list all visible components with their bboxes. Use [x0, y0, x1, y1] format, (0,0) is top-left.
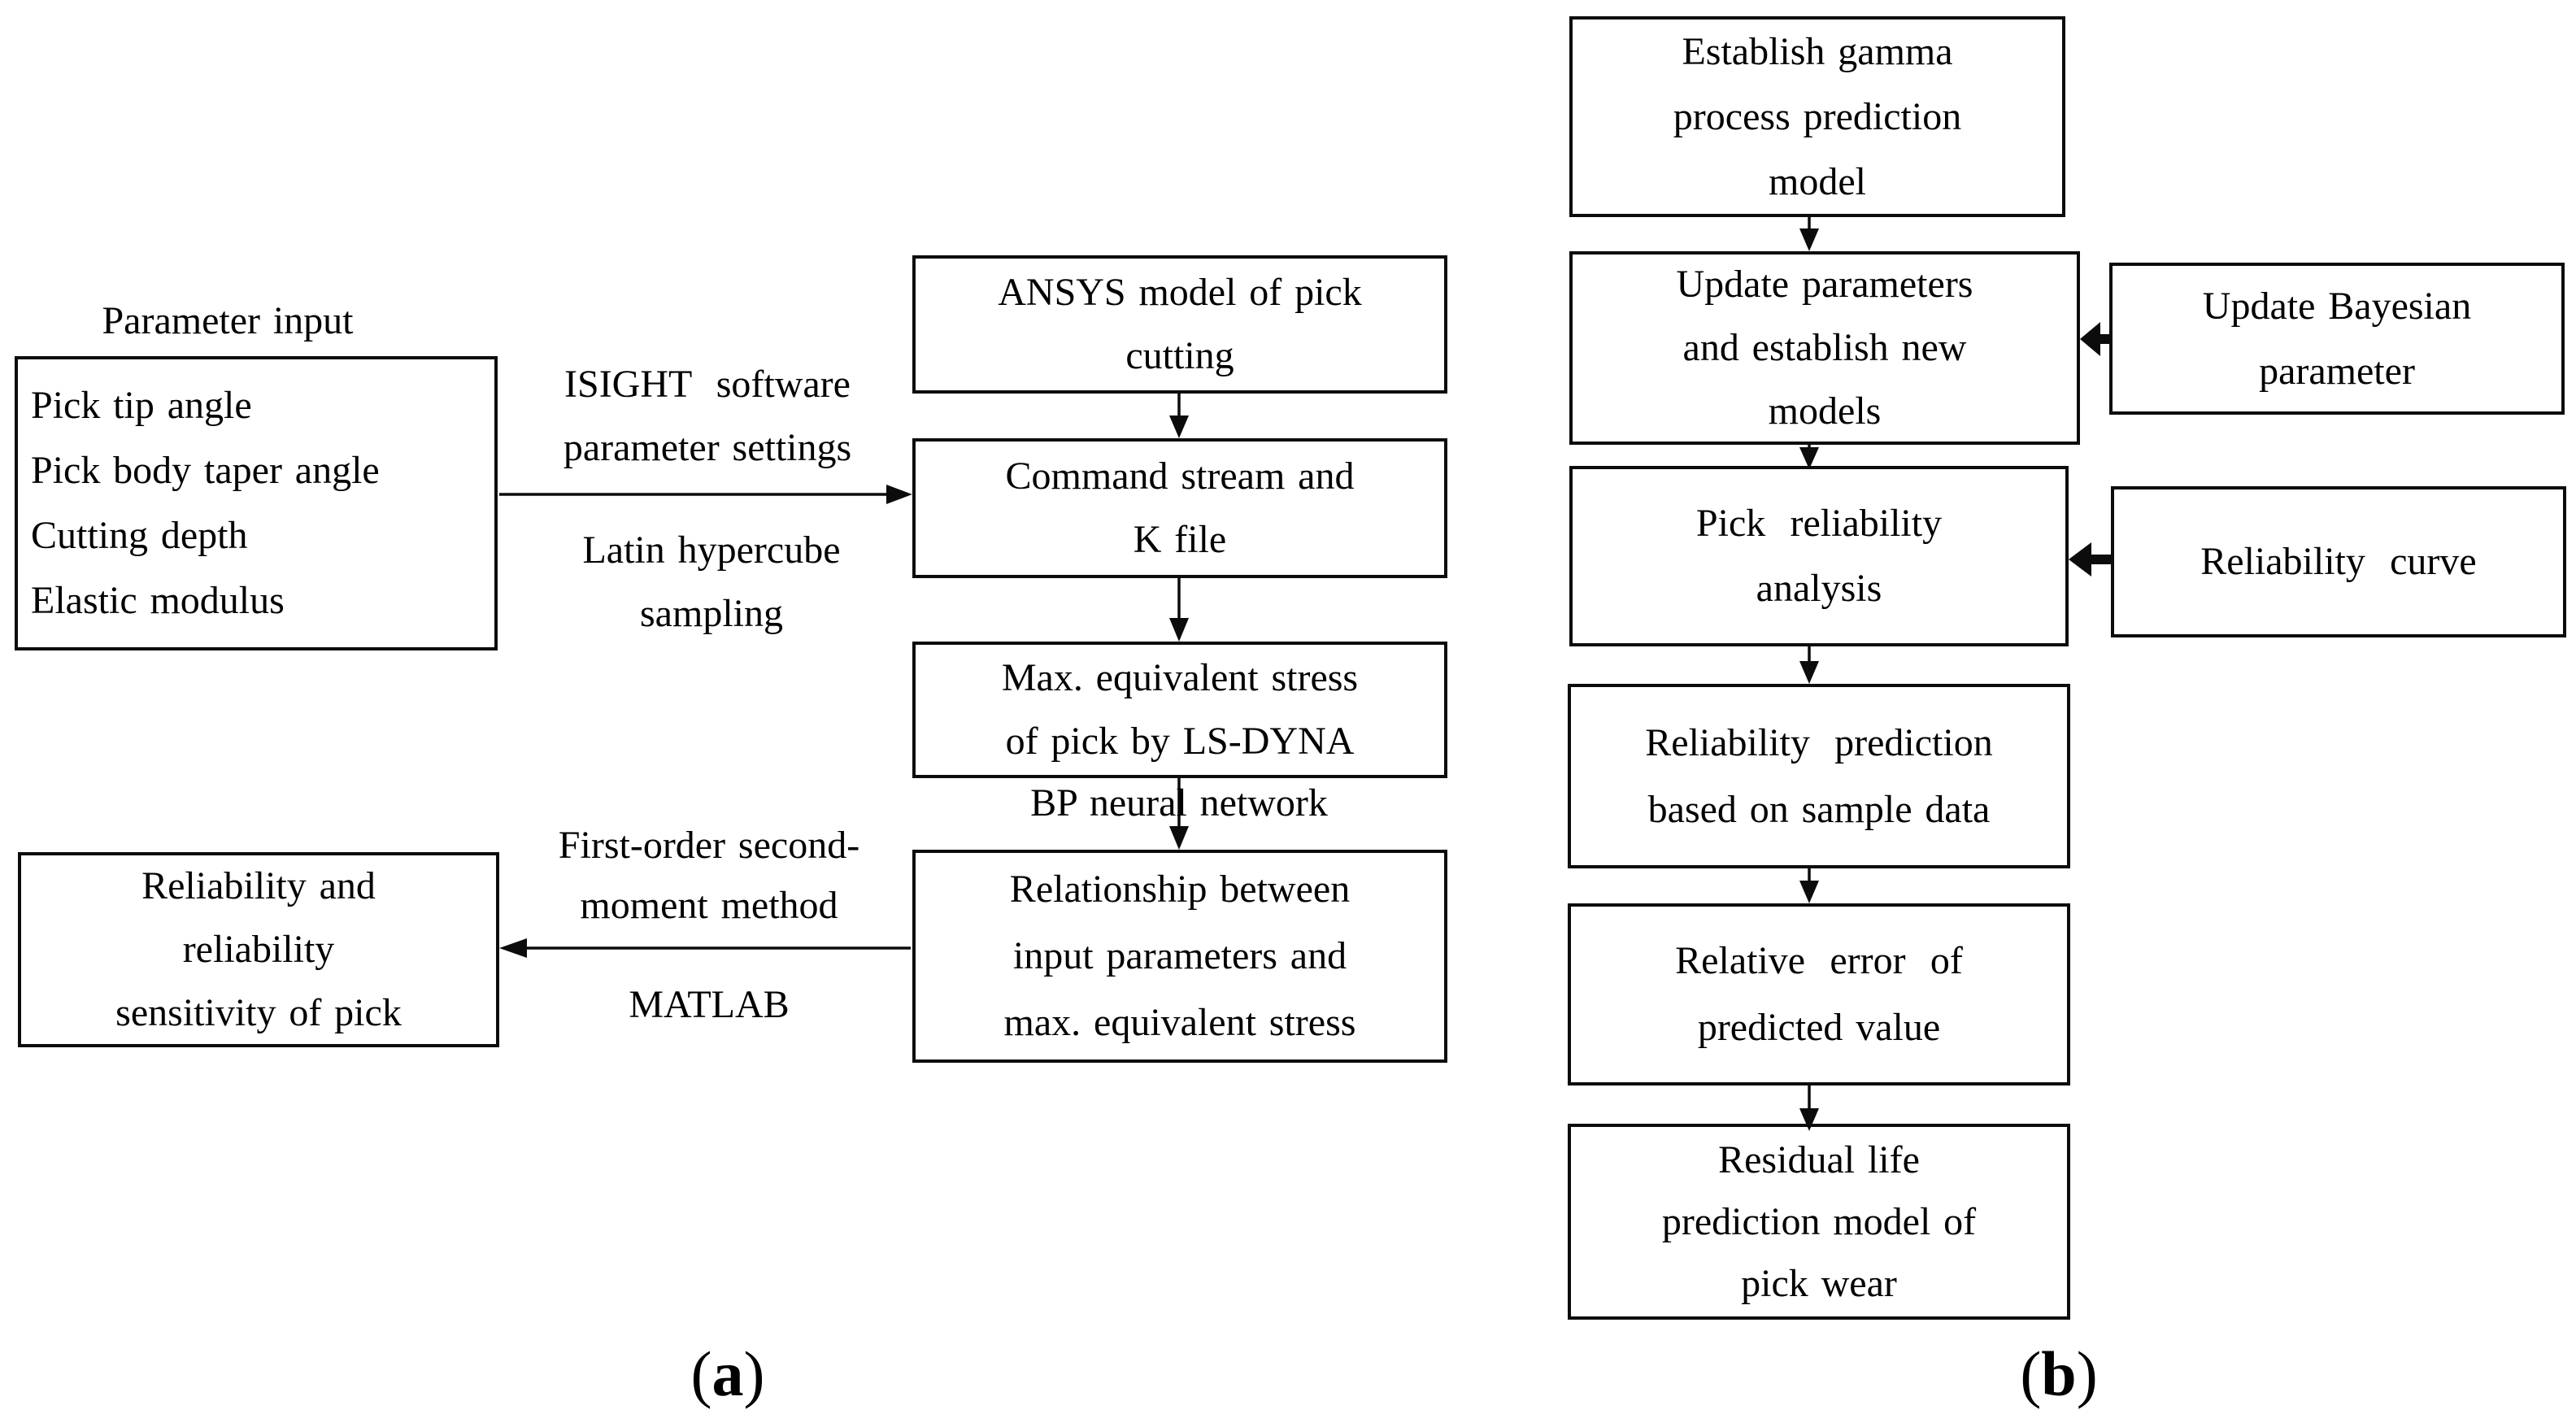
command-line: Command stream and — [1005, 455, 1355, 498]
max-stress-line: of pick by LS-DYNA — [1005, 720, 1355, 763]
caption-b: (b) — [1973, 1335, 2144, 1413]
isight-line: parameter settings — [563, 426, 852, 469]
bayesian-line: Update Bayesian — [2202, 284, 2472, 328]
relationship-box: Relationship between input parameters an… — [912, 850, 1447, 1063]
establish-line: model — [1769, 159, 1866, 203]
caption-a-paren: ) — [743, 1338, 765, 1409]
parameter-box: Pick tip angle Pick body taper angle Cut… — [15, 356, 498, 650]
max-stress-line: Max. equivalent stress — [1001, 656, 1359, 699]
prediction-line: Reliability prediction — [1645, 720, 1993, 764]
parameter-line: Pick tip angle — [31, 384, 252, 427]
arrow-max-stress-to-relationship — [1169, 778, 1189, 850]
ansys-model-box: ANSYS model of pick cutting — [912, 255, 1447, 394]
establish-line: Establish gamma — [1682, 29, 1953, 73]
reliability-line: reliability — [182, 928, 335, 971]
update-parameters-box: Update parameters and establish new mode… — [1569, 251, 2080, 445]
reliability-line: Reliability and — [141, 864, 376, 907]
arrow-update-to-pick — [1799, 445, 1819, 469]
max-stress-box: Max. equivalent stress of pick by LS-DYN… — [912, 642, 1447, 778]
arrow-bayesian-to-update — [2080, 322, 2109, 356]
arrow-curve-to-pick — [2069, 542, 2111, 576]
update-line: and establish new — [1682, 326, 1967, 369]
relationship-line: max. equivalent stress — [1003, 1001, 1356, 1044]
parameter-line: Elastic modulus — [31, 579, 285, 622]
residual-line: pick wear — [1741, 1261, 1897, 1305]
residual-line: Residual life — [1718, 1138, 1920, 1181]
establish-gamma-box: Establish gamma process prediction model — [1569, 16, 2065, 217]
caption-a-letter: a — [711, 1338, 744, 1409]
arrow-pick-to-prediction — [1799, 646, 1819, 684]
establish-line: process prediction — [1673, 94, 1962, 138]
first-order-label: First-order second- moment method — [498, 815, 920, 937]
bp-network-text: BP neural network — [1030, 781, 1328, 824]
pick-reliability-line: analysis — [1756, 567, 1882, 610]
isight-line: ISIGHT software — [564, 363, 851, 406]
pick-reliability-line: Pick reliability — [1695, 502, 1943, 545]
reliability-curve-line: Reliability curve — [2200, 540, 2477, 583]
bp-network-label: BP neural network — [964, 777, 1395, 829]
residual-line: prediction model of — [1661, 1199, 1977, 1243]
parameter-line: Pick body taper angle — [31, 449, 380, 492]
relative-error-box: Relative error of predicted value — [1568, 903, 2070, 1086]
caption-a-paren: ( — [690, 1338, 712, 1409]
arrow-error-to-residual — [1799, 1086, 1819, 1131]
relationship-line: input parameters and — [1012, 934, 1347, 977]
latin-line: Latin hypercube — [582, 529, 841, 572]
ansys-line: ANSYS model of pick — [998, 271, 1362, 314]
matlab-label: MATLAB — [498, 974, 920, 1036]
ansys-line: cutting — [1125, 334, 1234, 377]
caption-b-paren: ( — [2020, 1338, 2042, 1409]
parameter-input-label: Parameter input — [24, 289, 431, 353]
reliability-line: sensitivity of pick — [115, 991, 402, 1034]
isight-label: ISIGHT software parameter settings — [504, 351, 911, 481]
residual-life-box: Residual life prediction model of pick w… — [1568, 1124, 2070, 1320]
error-line: Relative error of — [1675, 939, 1963, 982]
update-line: Update parameters — [1676, 263, 1973, 306]
arrow-command-to-max-stress — [1169, 578, 1189, 642]
prediction-line: based on sample data — [1647, 787, 1991, 831]
reliability-curve-box: Reliability curve — [2111, 486, 2566, 637]
latin-line: sampling — [640, 592, 783, 635]
command-stream-box: Command stream and K file — [912, 438, 1447, 578]
reliability-prediction-box: Reliability prediction based on sample d… — [1568, 684, 2070, 868]
parameter-input-text: Parameter input — [102, 299, 354, 342]
first-order-line: First-order second- — [558, 824, 860, 867]
arrow-prediction-to-error — [1799, 868, 1819, 903]
update-bayesian-box: Update Bayesian parameter — [2109, 263, 2565, 415]
arrow-establish-to-update — [1799, 217, 1819, 251]
relationship-line: Relationship between — [1009, 868, 1351, 911]
latin-hypercube-label: Latin hypercube sampling — [516, 517, 907, 647]
bayesian-line: parameter — [2259, 349, 2415, 393]
update-line: models — [1768, 389, 1882, 433]
caption-b-paren: ) — [2076, 1338, 2098, 1409]
first-order-line: moment method — [580, 884, 838, 927]
caption-b-letter: b — [2041, 1338, 2077, 1409]
matlab-text: MATLAB — [629, 983, 790, 1026]
error-line: predicted value — [1697, 1006, 1941, 1049]
arrow-ansys-to-command — [1169, 394, 1189, 438]
parameter-line: Cutting depth — [31, 514, 248, 557]
caption-a: (a) — [642, 1335, 813, 1413]
arrow-params-to-command — [499, 485, 912, 504]
arrow-relationship-to-reliability — [499, 938, 911, 958]
reliability-sensitivity-box: Reliability and reliability sensitivity … — [18, 852, 499, 1047]
pick-reliability-box: Pick reliability analysis — [1569, 466, 2069, 646]
command-line: K file — [1133, 518, 1227, 561]
